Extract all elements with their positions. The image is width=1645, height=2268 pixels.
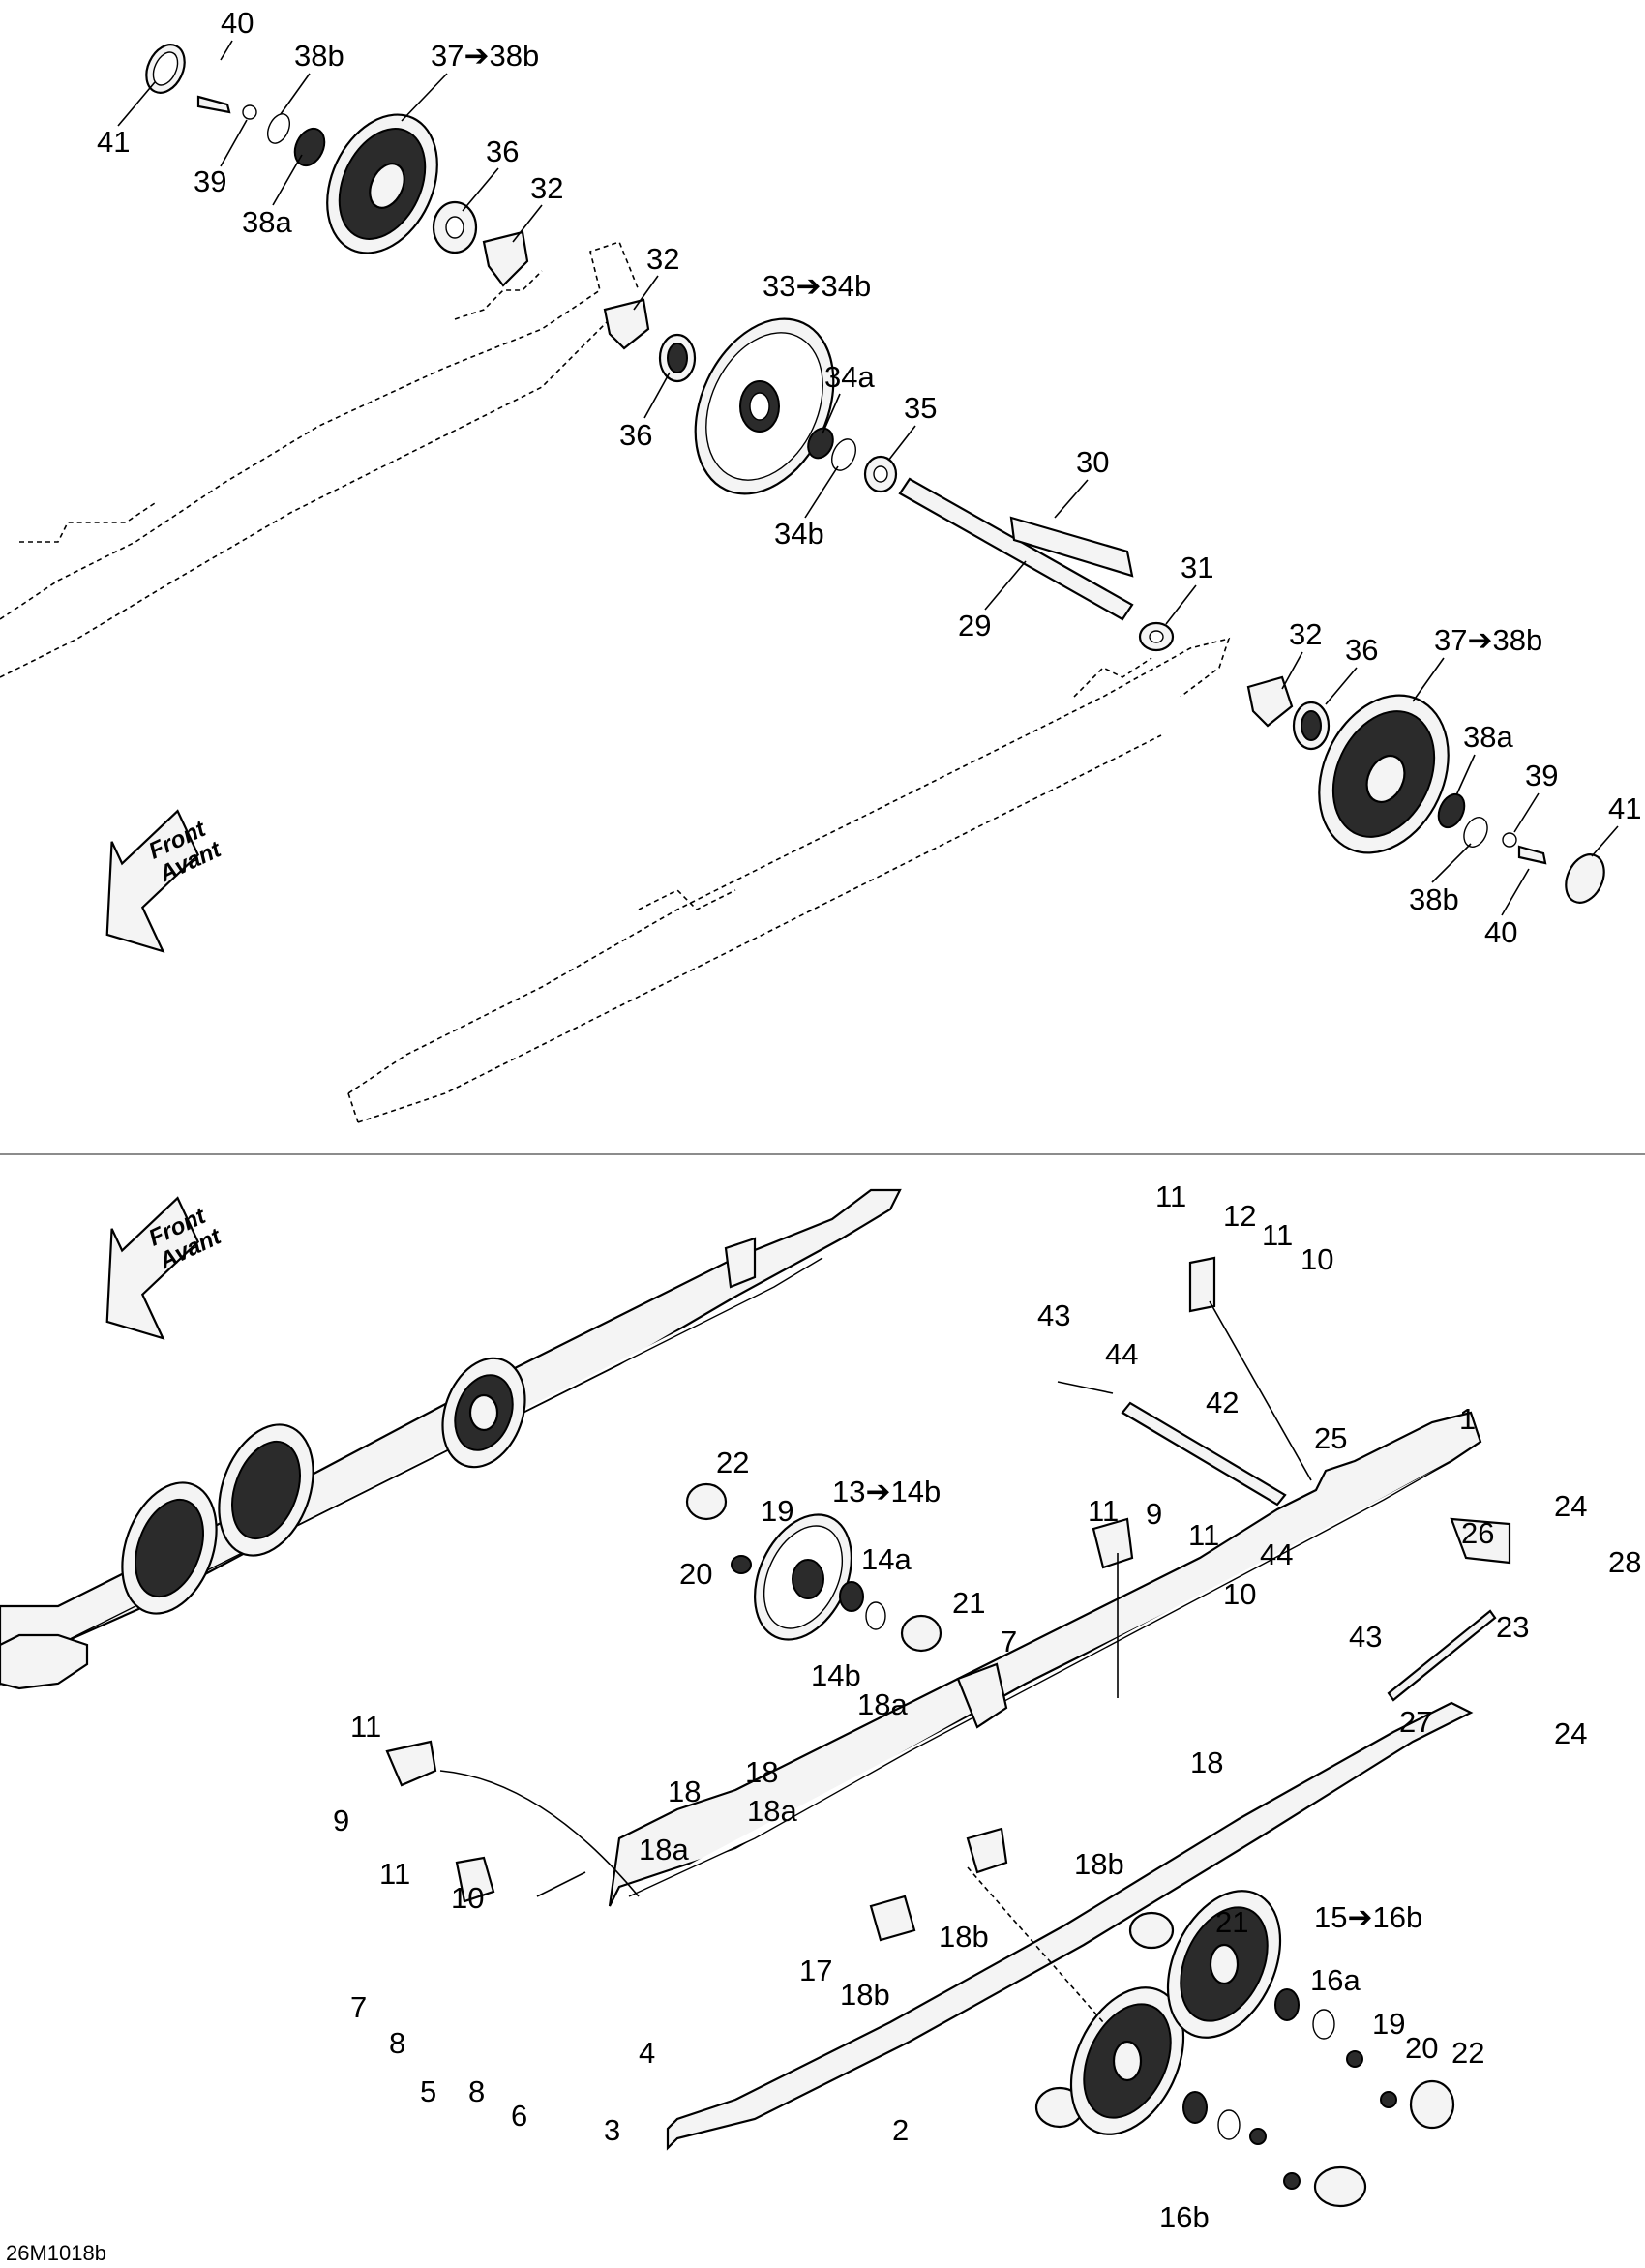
drawing-reference: 26M1018b xyxy=(6,2241,106,2265)
top-right-wheel-group xyxy=(1246,675,1605,904)
label-bot-11a: 11 xyxy=(1155,1179,1186,1213)
label-bot-16a: 16a xyxy=(1310,1963,1361,1997)
label-bot-9a: 9 xyxy=(1146,1497,1162,1531)
label-bot-28: 28 xyxy=(1608,1545,1641,1579)
label-top-37-38b: 37➔38b xyxy=(431,39,539,73)
label-bot-24b: 24 xyxy=(1554,1716,1587,1750)
label-bot-20b: 20 xyxy=(1405,2031,1438,2065)
label-top-30: 30 xyxy=(1076,445,1109,479)
label-bot-20a: 20 xyxy=(679,1557,712,1591)
label-bot-6: 6 xyxy=(511,2099,527,2133)
label-bot-44a: 44 xyxy=(1105,1337,1138,1371)
label-bot-7a: 7 xyxy=(1001,1625,1017,1658)
label-top-29: 29 xyxy=(958,609,991,642)
label-bot-14b: 14b xyxy=(811,1658,861,1692)
label-bot-10c: 10 xyxy=(451,1881,484,1915)
label-bot-42: 42 xyxy=(1206,1386,1239,1419)
label-bot-9b: 9 xyxy=(333,1804,349,1837)
label-bot-18a-b: 18a xyxy=(747,1794,797,1828)
top-middle-wheel-group xyxy=(658,317,898,495)
label-bot-43b: 43 xyxy=(1349,1620,1382,1654)
label-top-38b-b: 38b xyxy=(1409,882,1459,916)
label-bot-5: 5 xyxy=(420,2074,436,2108)
top-axles xyxy=(898,477,1175,652)
label-bot-18b-c: 18b xyxy=(840,1978,890,2012)
label-top-35: 35 xyxy=(904,391,937,425)
top-left-wheel-group xyxy=(145,44,650,350)
label-bot-22a: 22 xyxy=(716,1446,749,1479)
label-top-31: 31 xyxy=(1181,551,1213,584)
label-bot-18b-a: 18 xyxy=(668,1775,701,1808)
label-top-38a: 38a xyxy=(242,205,292,239)
label-top-37-38b-b: 37➔38b xyxy=(1434,623,1542,657)
label-bot-11e: 11 xyxy=(350,1710,381,1744)
label-top-39b: 39 xyxy=(1525,759,1558,792)
label-bot-3: 3 xyxy=(604,2113,620,2147)
callout-labels-bottom: 11 12 11 10 43 44 42 25 1 11 9 11 10 44 … xyxy=(333,1179,1641,2234)
front-arrow-bottom xyxy=(105,1196,200,1340)
label-bot-12: 12 xyxy=(1223,1199,1256,1233)
label-bot-18b-b: 18b xyxy=(939,1920,989,1954)
callout-labels-top: 40 38b 37➔38b 41 39 38a 36 32 32 33➔34b … xyxy=(97,6,1641,949)
label-top-36c: 36 xyxy=(1345,633,1378,667)
label-bot-10b: 10 xyxy=(1223,1577,1256,1611)
label-top-32a: 32 xyxy=(530,171,563,205)
bottom-assembly xyxy=(0,1188,1511,2208)
label-bot-11d: 11 xyxy=(1188,1518,1219,1552)
front-arrow-top xyxy=(105,809,200,953)
label-bot-24a: 24 xyxy=(1554,1489,1587,1523)
label-bot-16b: 16b xyxy=(1159,2200,1210,2234)
label-bot-13-14b: 13➔14b xyxy=(832,1475,941,1508)
label-bot-15-16b: 15➔16b xyxy=(1314,1900,1422,1934)
label-top-34b: 34b xyxy=(774,517,824,551)
label-bot-11f: 11 xyxy=(379,1857,410,1891)
label-bot-18a-a: 18a xyxy=(857,1687,908,1721)
label-bot-22b: 22 xyxy=(1451,2036,1484,2070)
label-bot-17: 17 xyxy=(799,1954,832,1987)
label-bot-4: 4 xyxy=(639,2036,655,2070)
label-top-41b: 41 xyxy=(1608,791,1641,825)
label-bot-19b: 19 xyxy=(1372,2007,1405,2041)
label-bot-10a: 10 xyxy=(1301,1242,1333,1276)
label-bot-14a: 14a xyxy=(861,1542,912,1576)
label-top-33-34b: 33➔34b xyxy=(763,269,871,303)
label-bot-18b: 18b xyxy=(1074,1847,1124,1881)
label-bot-11c: 11 xyxy=(1088,1494,1119,1528)
label-bot-26: 26 xyxy=(1461,1516,1494,1550)
label-top-40b: 40 xyxy=(1484,915,1517,949)
label-bot-23: 23 xyxy=(1496,1610,1529,1644)
label-top-39a: 39 xyxy=(194,164,226,198)
label-bot-11b: 11 xyxy=(1262,1218,1293,1252)
label-top-36b: 36 xyxy=(619,418,652,452)
label-top-36a: 36 xyxy=(486,134,519,168)
label-bot-18a-c: 18a xyxy=(639,1833,689,1866)
label-top-38b: 38b xyxy=(294,39,344,73)
label-bot-18a: 18 xyxy=(745,1755,778,1789)
label-top-32c: 32 xyxy=(1289,617,1322,651)
label-bot-7b: 7 xyxy=(350,1990,367,2024)
label-bot-21b: 21 xyxy=(1215,1905,1248,1939)
label-bot-44b: 44 xyxy=(1260,1537,1293,1571)
label-bot-43a: 43 xyxy=(1037,1298,1070,1332)
label-top-32b: 32 xyxy=(646,242,679,276)
label-bot-19a: 19 xyxy=(761,1494,793,1528)
label-top-41a: 41 xyxy=(97,125,130,159)
label-bot-8b: 8 xyxy=(468,2074,485,2108)
label-bot-27: 27 xyxy=(1399,1705,1432,1739)
label-bot-8a: 8 xyxy=(389,2026,405,2060)
label-top-34a: 34a xyxy=(824,360,875,394)
label-bot-18c: 18 xyxy=(1190,1746,1223,1779)
label-bot-25: 25 xyxy=(1314,1421,1347,1455)
label-bot-1: 1 xyxy=(1459,1402,1476,1436)
label-top-38a-b: 38a xyxy=(1463,720,1513,754)
top-assembly xyxy=(0,44,1605,1123)
label-top-40a: 40 xyxy=(221,6,254,40)
label-bot-2: 2 xyxy=(892,2113,909,2147)
leader-lines xyxy=(117,40,1619,916)
label-bot-21a: 21 xyxy=(952,1586,985,1620)
